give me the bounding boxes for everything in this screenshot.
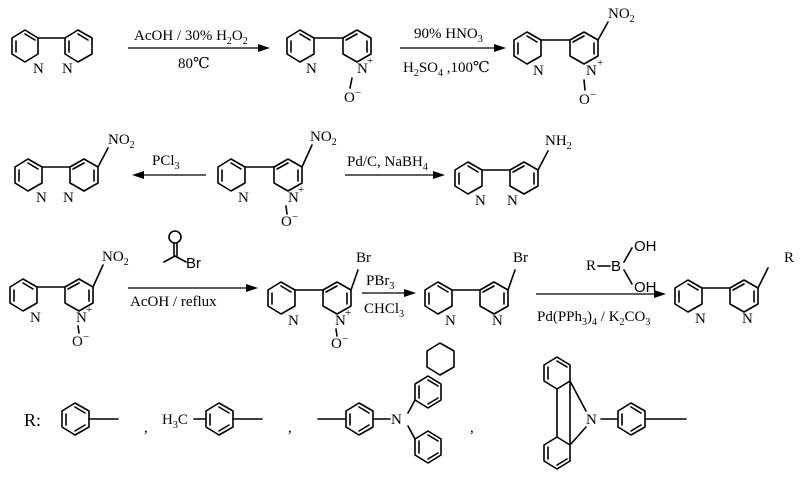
svg-text:NH2: NH2 <box>545 133 572 152</box>
svg-text:O: O <box>72 334 83 350</box>
svg-text:80℃: 80℃ <box>178 56 210 72</box>
svg-text:N: N <box>357 61 368 77</box>
svg-text:AcOH / reflux: AcOH / reflux <box>130 294 217 310</box>
step-7-arrow: R B OH OH Pd(PPh3)4 / K2CO3 <box>536 238 666 328</box>
nitro-bipyridine-n-oxide-left: NO2 N N + O − <box>9 249 129 350</box>
svg-text:−: − <box>590 89 596 101</box>
svg-text:NO2: NO2 <box>102 249 129 268</box>
svg-text:90% HNO3: 90% HNO3 <box>414 26 483 45</box>
r-phenyl <box>61 402 119 436</box>
step-6-arrow: PBr3 CHCl3 <box>362 273 416 320</box>
svg-text:N: N <box>306 61 317 77</box>
svg-text:PBr3: PBr3 <box>366 273 394 292</box>
svg-text:AcOH / 30% H2O2: AcOH / 30% H2O2 <box>134 28 248 47</box>
r-bipyridine-product: R N N <box>674 250 794 327</box>
svg-text:−: − <box>292 211 298 223</box>
svg-text:R: R <box>586 258 596 274</box>
r-triphenylamine: N <box>317 342 455 464</box>
bipyridine-n-oxide: N N + O − <box>286 29 373 106</box>
r-label: R: <box>24 410 41 430</box>
step-4-arrow: Pd/C, NaBH4 <box>345 154 445 179</box>
svg-text:OH: OH <box>634 279 657 296</box>
svg-text:Pd/C, NaBH4: Pd/C, NaBH4 <box>347 154 428 173</box>
svg-text:H3C: H3C <box>162 412 188 431</box>
svg-text:+: + <box>367 55 373 67</box>
r-carbazolyl-phenyl: N <box>543 356 687 470</box>
r-separator: , <box>288 420 292 436</box>
nitro-bipyridine-n-oxide: NO2 N N + O − <box>513 6 635 108</box>
svg-text:+: + <box>298 184 304 196</box>
svg-text:O: O <box>579 92 590 108</box>
nitro-bipyridine: NO2 N N <box>14 132 135 206</box>
bipyridine-start: N N <box>11 29 93 77</box>
svg-text:N: N <box>238 190 249 206</box>
svg-text:N: N <box>30 310 41 326</box>
svg-text:N: N <box>742 311 753 327</box>
svg-text:OH: OH <box>634 238 657 255</box>
svg-text:B: B <box>611 258 621 275</box>
svg-text:+: + <box>345 307 351 319</box>
svg-text:NO2: NO2 <box>108 132 135 151</box>
svg-text:+: + <box>86 304 92 316</box>
step-3-arrow: PCl3 <box>132 153 206 179</box>
svg-text:O: O <box>281 214 292 230</box>
nitro-bipyridine-n-oxide-center: NO2 N N + O − <box>217 129 337 230</box>
svg-text:O: O <box>344 90 355 106</box>
svg-text:Br: Br <box>186 255 201 272</box>
step-5-arrow: Br AcOH / reflux <box>128 230 258 310</box>
svg-text:N: N <box>335 313 346 329</box>
svg-text:CHCl3: CHCl3 <box>364 301 404 320</box>
svg-text:R: R <box>784 250 794 266</box>
svg-text:+: + <box>597 57 603 69</box>
svg-text:N: N <box>391 412 402 428</box>
amino-bipyridine: NH2 N N <box>454 133 572 209</box>
svg-text:Br: Br <box>513 250 528 266</box>
atom-N: N <box>62 61 73 77</box>
svg-text:N: N <box>533 63 544 79</box>
svg-text:NO2: NO2 <box>608 6 635 25</box>
atom-N: N <box>33 61 44 77</box>
svg-text:N: N <box>475 193 486 209</box>
svg-text:N: N <box>76 310 87 326</box>
r-separator: , <box>470 420 474 436</box>
svg-text:Br: Br <box>356 250 371 266</box>
svg-text:N: N <box>507 193 518 209</box>
step-1-arrow: AcOH / 30% H2O2 80℃ <box>128 28 270 72</box>
svg-text:N: N <box>63 190 74 206</box>
svg-text:N: N <box>288 313 299 329</box>
svg-text:N: N <box>695 311 706 327</box>
svg-text:PCl3: PCl3 <box>152 153 180 172</box>
svg-text:H2SO4 ,100℃: H2SO4 ,100℃ <box>403 60 490 79</box>
svg-text:N: N <box>36 190 47 206</box>
bromo-bipyridine: Br N N <box>424 250 528 329</box>
svg-text:N: N <box>445 313 456 329</box>
svg-text:N: N <box>288 190 299 206</box>
svg-text:−: − <box>83 331 89 343</box>
svg-text:N: N <box>492 313 503 329</box>
svg-text:N: N <box>586 412 597 428</box>
r-tolyl: H3C <box>162 402 263 436</box>
svg-text:N: N <box>586 63 597 79</box>
bromo-bipyridine-n-oxide: Br N N + O − <box>267 250 371 352</box>
step-2-arrow: 90% HNO3 H2SO4 ,100℃ <box>400 26 506 79</box>
svg-text:Pd(PPh3)4 / K2CO3: Pd(PPh3)4 / K2CO3 <box>537 309 650 328</box>
svg-text:−: − <box>355 87 361 99</box>
svg-text:O: O <box>331 336 342 352</box>
svg-text:−: − <box>342 333 348 345</box>
r-separator: , <box>144 420 148 436</box>
svg-text:NO2: NO2 <box>310 129 337 148</box>
